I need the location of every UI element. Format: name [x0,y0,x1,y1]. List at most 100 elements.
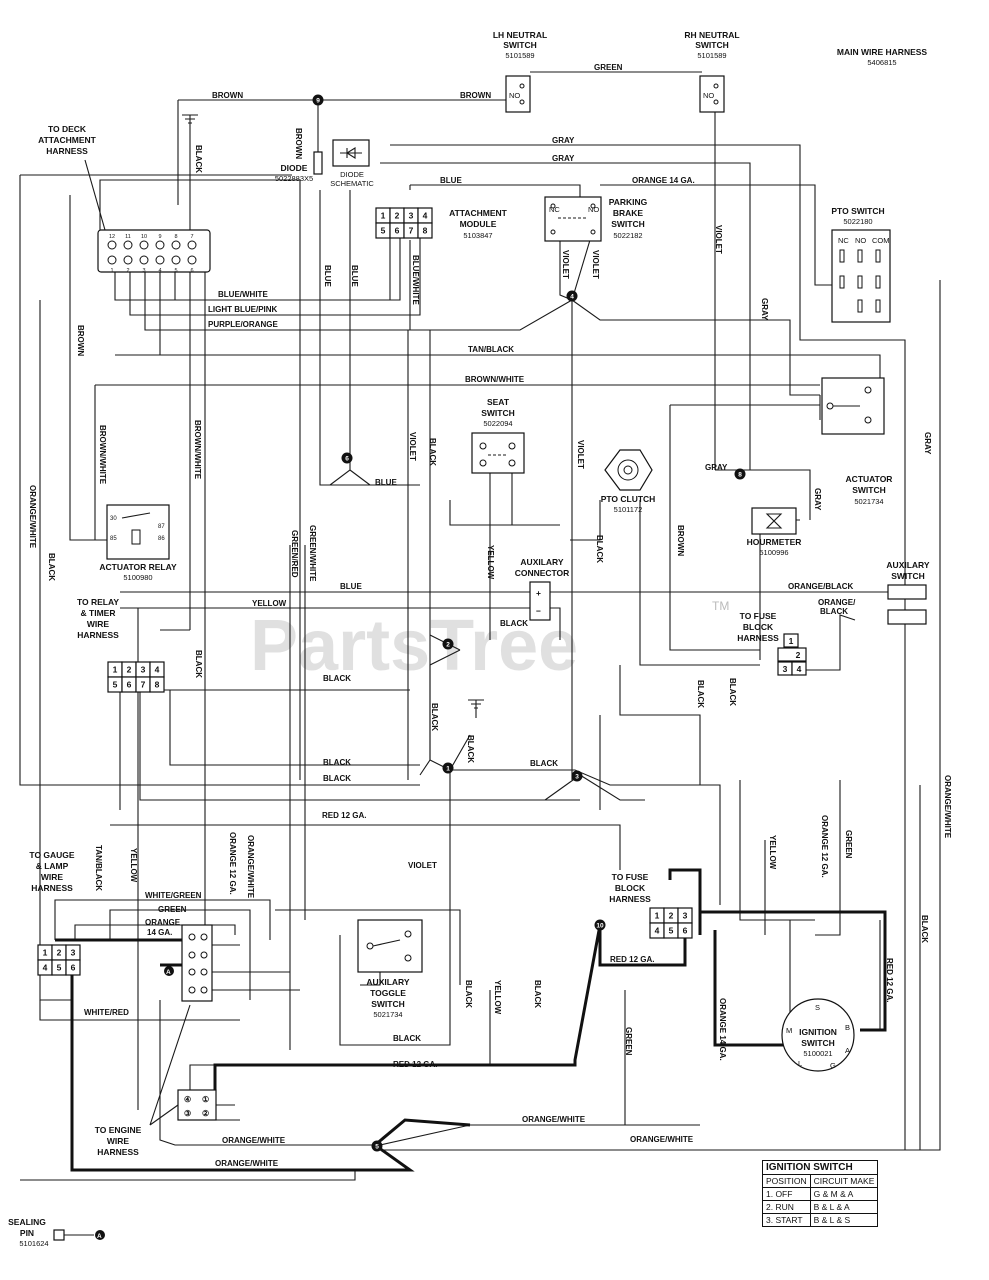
wl-blue-2: BLUE [375,478,397,487]
gauge-ref-a: A [166,969,171,976]
junction-node-label: 6 [345,455,349,462]
junction-node-label: 1 [446,765,450,772]
wl-orange-white-2: ORANGE/WHITE [630,1135,694,1144]
ign-row-2-pos: 2. RUN [762,1200,811,1214]
vl-yellow-4: YELLOW [493,980,502,1015]
aux-connector-label-2: CONNECTOR [515,568,570,578]
lh-neutral-no: NO [509,91,520,100]
eng-pin-2: ② [202,1109,209,1118]
toggle-label-2: TOGGLE [370,988,406,998]
fuse2-pin-label: 4 [655,926,660,936]
sealing-label-2: PIN [20,1228,34,1238]
junction-node-label: 2 [446,641,450,648]
deck-pin-label: 2 [126,268,129,274]
aux-switch-label-2: SWITCH [891,571,925,581]
aux-connector-label-1: AUXILARY [520,557,563,567]
toggle-label-1: AUXILARY [366,977,409,987]
rh-neutral-switch: RH NEUTRAL SWITCH 5101589 NO [684,30,740,113]
lh-neutral-label-2: SWITCH [503,40,537,50]
fuse1-label-3: HARNESS [737,633,779,643]
relay-timer-pin-label: 2 [127,665,132,675]
deck-pin-label: 12 [109,234,115,240]
vl-blue-2: BLUE [350,265,359,287]
vl-black-11: BLACK [464,980,473,1008]
seat-label-1: SEAT [487,397,510,407]
deck-harness-connector: TO DECK ATTACHMENT HARNESS 1211121039485… [38,124,211,274]
wl-orange-white-4: ORANGE/WHITE [215,1159,279,1168]
fuse2-label-1: TO FUSE [612,872,649,882]
pb-label-1: PARKING [609,197,648,207]
actuator-relay: 30 87 85 86 ACTUATOR RELAY 5100980 [99,504,177,582]
ign-l: L [798,1059,802,1068]
junction-node-label: 8 [738,471,742,478]
wl-orange-black-a: ORANGE/ [818,598,856,607]
pto-no: NO [855,236,866,245]
junction-node [566,290,578,302]
engine-label-3: HARNESS [97,1147,139,1157]
relay-timer-label-3: WIRE [87,619,110,629]
aux-switch-label-1: AUXILARY [886,560,929,570]
hourmeter-label: HOURMETER [747,537,802,547]
hourmeter-part: 5100996 [759,548,788,557]
fuse1-pin-label: 4 [797,664,802,674]
main-harness-part: 5406815 [867,58,896,67]
vl-violet-5: VIOLET [576,440,585,469]
deck-label-2: ATTACHMENT [38,135,97,145]
sealing-ref-a: A [97,1233,102,1240]
vl-black-12: BLACK [533,980,542,1008]
deck-label-3: HARNESS [46,146,88,156]
vl-black-6: BLACK [430,703,439,731]
ign-table-header-circuit: CIRCUIT MAKE [809,1174,879,1188]
sealing-part: 5101624 [19,1239,48,1248]
fuse1-pin-label: 1 [789,636,794,646]
wl-brown-2: BROWN [460,91,491,100]
wl-blue-white: BLUE/WHITE [218,290,268,299]
pb-nc: NC [549,205,560,214]
vl-orange12: ORANGE 12 GA. [228,832,237,895]
aux-minus: − [536,606,541,616]
main-harness-title: MAIN WIRE HARNESS [837,47,928,57]
relay-timer-label-1: TO RELAY [77,597,119,607]
diode-part: 5022883X5 [275,174,313,183]
gauge-label-2: & LAMP [36,861,69,871]
pb-label-2: BRAKE [613,208,644,218]
vl-black-1: BLACK [194,145,203,173]
ign-g: G [830,1061,836,1070]
wl-gray-3: GRAY [705,463,728,472]
junction-node-label: 10 [596,922,604,929]
relay-pin-30: 30 [110,516,117,522]
wl-red12-3: RED 12 GA. [610,955,654,964]
relay-timer-pin-label: 1 [113,665,118,675]
vl-black-9: BLACK [728,678,737,706]
relay-timer-pin-label: 8 [155,680,160,690]
watermark: PartsTree [250,606,578,686]
table-row: 3. START B & L & S [762,1213,879,1227]
diode-schematic: DIODE SCHEMATIC [330,139,374,188]
vl-brown-white-1: BROWN/WHITE [98,425,107,485]
engine-label-2: WIRE [107,1136,130,1146]
vl-brown: BROWN [294,128,303,159]
wl-orange-a: ORANGE [145,918,181,927]
parking-brake-switch: NC NO PARKING BRAKE SWITCH 5022182 [544,196,648,242]
wl-black-1: BLACK [500,619,528,628]
wl-white-green: WHITE/GREEN [145,891,202,900]
pto-clutch: PTO CLUTCH 5101172 [601,449,655,514]
sealing-label-1: SEALING [8,1217,46,1227]
pb-part: 5022182 [613,231,642,240]
deck-pin-label: 10 [141,234,147,240]
engine-harness-connector: ④ ① ③ ② TO ENGINE WIRE HARNESS [95,1004,217,1157]
fuse1-pin-label: 2 [796,650,801,660]
relay-timer-label-4: HARNESS [77,630,119,640]
ign-label-2: SWITCH [801,1038,835,1048]
actuator-switch-label-2: SWITCH [852,485,886,495]
pb-no: NO [588,205,599,214]
relay-timer-label-2: & TIMER [81,608,116,618]
sealing-pin: SEALING PIN 5101624 A [8,1217,105,1248]
ign-label-1: IGNITION [799,1027,837,1037]
fuse2-pin-label: 2 [669,911,674,921]
wl-yellow-1: YELLOW [252,599,287,608]
pto-com: COM [872,236,890,245]
diode-schematic-label-1: DIODE [340,170,364,179]
junction-node [594,919,606,931]
